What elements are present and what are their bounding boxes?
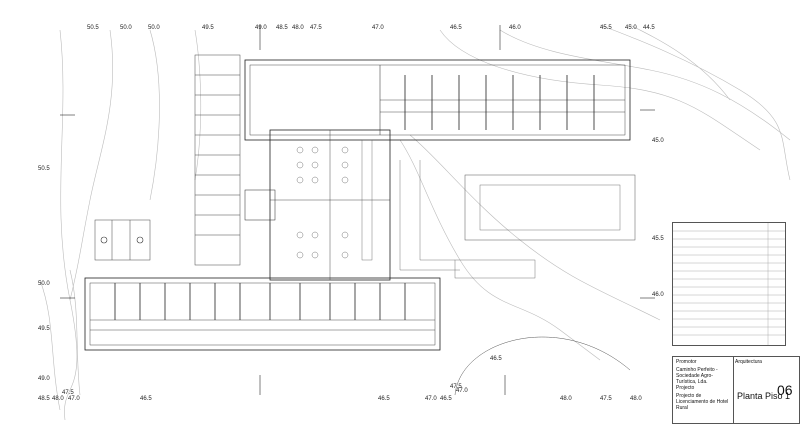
top-wing	[244, 59, 631, 141]
contour-labels: 50.5 50.0 50.0 49.5 49.0 48.5 48.0 47.5 …	[38, 25, 664, 402]
contour-right-2: 45.5	[652, 236, 664, 242]
section-marks	[60, 25, 655, 395]
contour-top-2: 50.0	[120, 25, 132, 31]
contour-top-8: 47.5	[310, 25, 322, 31]
contour-bottom-5: 47.5	[450, 384, 462, 390]
contour-right-3: 46.0	[652, 292, 664, 298]
contour-left-6: 48.0	[52, 396, 64, 402]
contour-bottom-4: 47.0	[425, 396, 437, 402]
contour-top-5: 49.0	[255, 25, 267, 31]
contour-top-1: 50.5	[87, 25, 99, 31]
contour-left-7: 47.5	[62, 390, 74, 396]
contour-left-5: 48.5	[38, 396, 50, 402]
contour-right-1: 45.0	[652, 138, 664, 144]
contour-bottom-1: 46.5	[140, 396, 152, 402]
contour-top-3: 50.0	[148, 25, 160, 31]
accessible-parking-icons	[100, 236, 144, 244]
contour-left-4: 49.0	[38, 376, 50, 382]
project-label: Projecto	[676, 385, 695, 391]
sheet-number: 06	[777, 382, 793, 398]
project-title: Projecto de Licenciamento de Hotel Rural	[676, 393, 729, 411]
contour-top-9: 47.0	[372, 25, 384, 31]
promoter-label: Promotor	[676, 359, 697, 365]
contour-bottom-3: 46.5	[440, 396, 452, 402]
architecture-label: Arquitectura	[735, 359, 762, 365]
central-block	[244, 129, 391, 281]
drawing-title: Planta Piso 1	[737, 391, 791, 401]
contour-bottom-6: 46.5	[490, 356, 502, 362]
furniture-dining	[296, 139, 373, 261]
contour-top-10: 46.5	[450, 25, 462, 31]
contour-bottom-2: 46.5	[378, 396, 390, 402]
contour-bottom-8: 47.5	[600, 396, 612, 402]
contour-top-14: 44.5	[643, 25, 655, 31]
contour-top-7: 48.0	[292, 25, 304, 31]
contour-left-8: 47.0	[68, 396, 80, 402]
promoter-name: Caminho Perfeito - Sociedade Agro-Turíst…	[676, 367, 718, 385]
contour-top-11: 46.0	[509, 25, 521, 31]
contour-bottom-10: 47.0	[456, 388, 468, 394]
bottom-wing	[84, 277, 441, 351]
pool-terrace	[399, 160, 636, 396]
parking-area	[94, 54, 241, 266]
legend-table	[672, 222, 786, 346]
contour-top-12: 45.5	[600, 25, 612, 31]
project-info: Promotor Caminho Perfeito - Sociedade Ag…	[672, 356, 734, 424]
contour-left-2: 50.0	[38, 281, 50, 287]
contour-left-1: 50.5	[38, 166, 50, 172]
legend-rows	[673, 223, 785, 345]
contour-top-13: 45.0	[625, 25, 637, 31]
contour-bottom-9: 48.0	[630, 396, 642, 402]
contour-top-4: 49.5	[202, 25, 214, 31]
contour-top-6: 48.5	[276, 25, 288, 31]
contour-left-3: 49.5	[38, 326, 50, 332]
contour-bottom-7: 48.0	[560, 396, 572, 402]
